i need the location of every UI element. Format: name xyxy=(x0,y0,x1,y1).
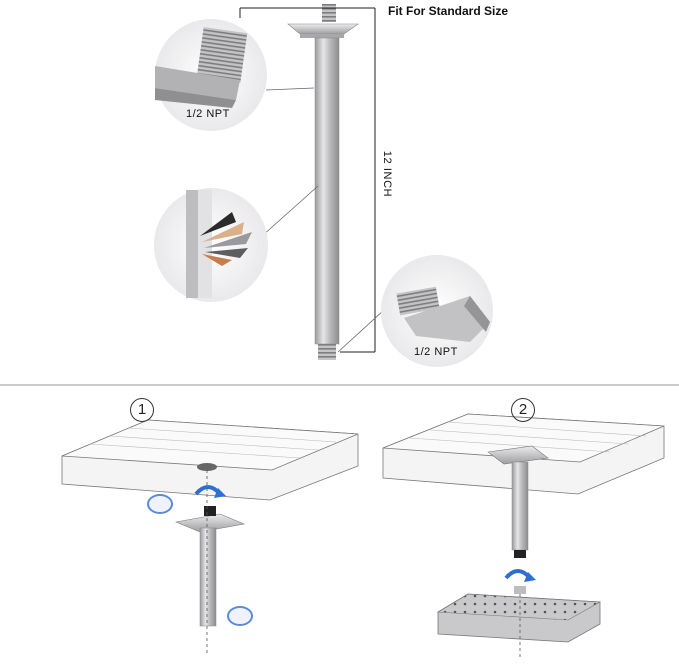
step-1-badge: 1 xyxy=(130,398,154,422)
zoom-finish-layers xyxy=(154,188,268,302)
page-title: Fit For Standard Size xyxy=(388,4,509,18)
shower-arm xyxy=(287,4,359,360)
step2-illustration xyxy=(382,413,665,658)
length-dimension-label: 12 INCH xyxy=(381,150,393,198)
dimension-bracket xyxy=(239,7,376,353)
flange-edge xyxy=(300,34,344,38)
arm-tube xyxy=(314,37,340,345)
bottom-thread xyxy=(318,344,336,360)
arm-2 xyxy=(511,461,529,551)
step1-illustration xyxy=(61,419,359,655)
mounting-flange xyxy=(287,23,359,35)
flange-1 xyxy=(174,513,246,533)
step-2-badge: 2 xyxy=(511,398,535,422)
flange-2 xyxy=(487,445,549,465)
leader-lines xyxy=(261,87,385,353)
zoom-bottom-thread xyxy=(381,255,493,367)
zoom-top-thread xyxy=(155,19,267,131)
ceiling-hole xyxy=(197,463,217,471)
tape-roll-1 xyxy=(147,494,173,514)
top-thread xyxy=(322,4,336,22)
arm-1 xyxy=(199,527,217,627)
top-thread-label: 1/2 NPT xyxy=(186,108,230,120)
bottom-thread-label: 1/2 NPT xyxy=(414,346,458,358)
tape-roll-2 xyxy=(227,606,253,626)
